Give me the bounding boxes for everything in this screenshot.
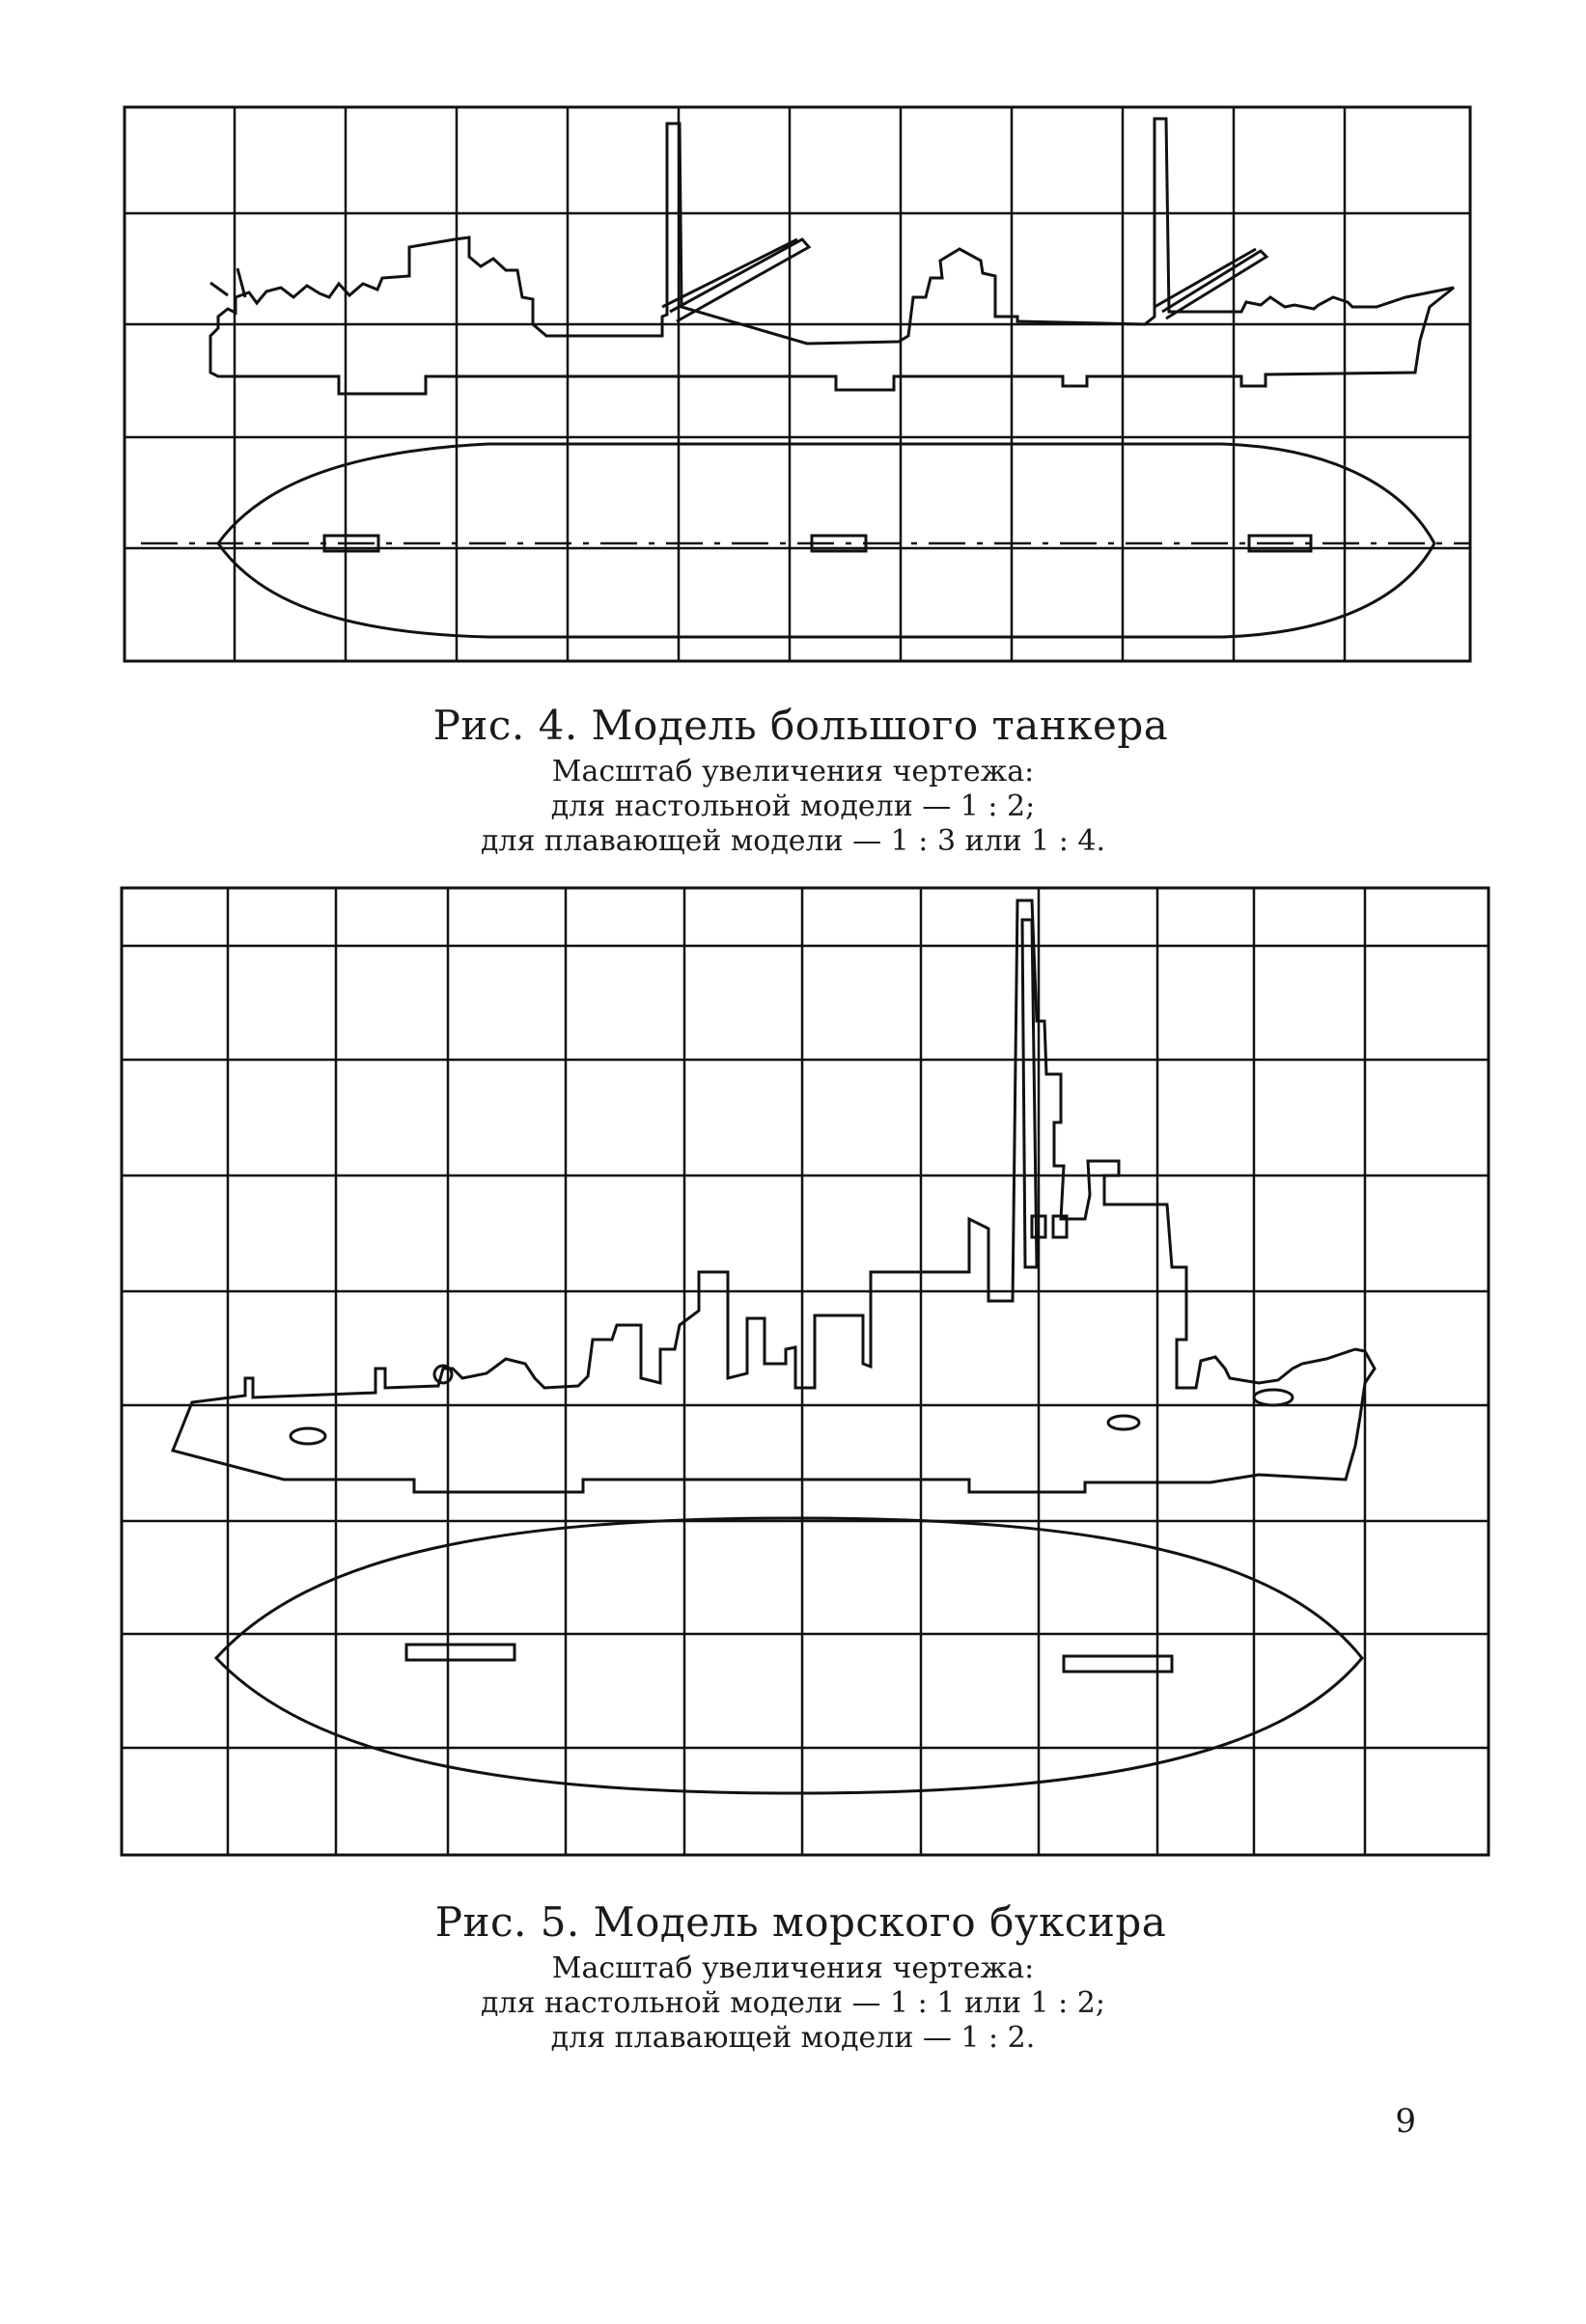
- figure-4-scale-table-model: для настольной модели — 1 : 2;: [550, 789, 1036, 823]
- tug-drawing: [120, 886, 1490, 1857]
- figure-4-title: Рис. 4. Модель большого танкера: [432, 702, 1169, 749]
- figure-5-scale-heading: Масштаб увеличения чертежа:: [551, 1951, 1035, 1985]
- figure-5-scale-table-model: для настольной модели — 1 : 1 или 1 : 2;: [481, 1986, 1105, 2020]
- figure-4-scale-heading: Масштаб увеличения чертежа:: [551, 755, 1035, 788]
- tanker-drawing: [122, 104, 1473, 664]
- tug-grid-drawing: [120, 886, 1490, 1857]
- tanker-grid-drawing: [123, 105, 1472, 663]
- figure-4-caption: Рис. 4. Модель большого танкера Масштаб …: [0, 703, 1586, 859]
- page-number: 9: [1395, 2102, 1416, 2141]
- figure-4-scale-floating-model: для плавающей модели — 1 : 3 или 1 : 4.: [480, 824, 1106, 858]
- figure-5-scale-floating-model: для плавающей модели — 1 : 2.: [550, 2021, 1036, 2055]
- figure-5-caption: Рис. 5. Модель морского буксира Масштаб …: [0, 1899, 1586, 2056]
- figure-5-title: Рис. 5. Модель морского буксира: [434, 1898, 1167, 1946]
